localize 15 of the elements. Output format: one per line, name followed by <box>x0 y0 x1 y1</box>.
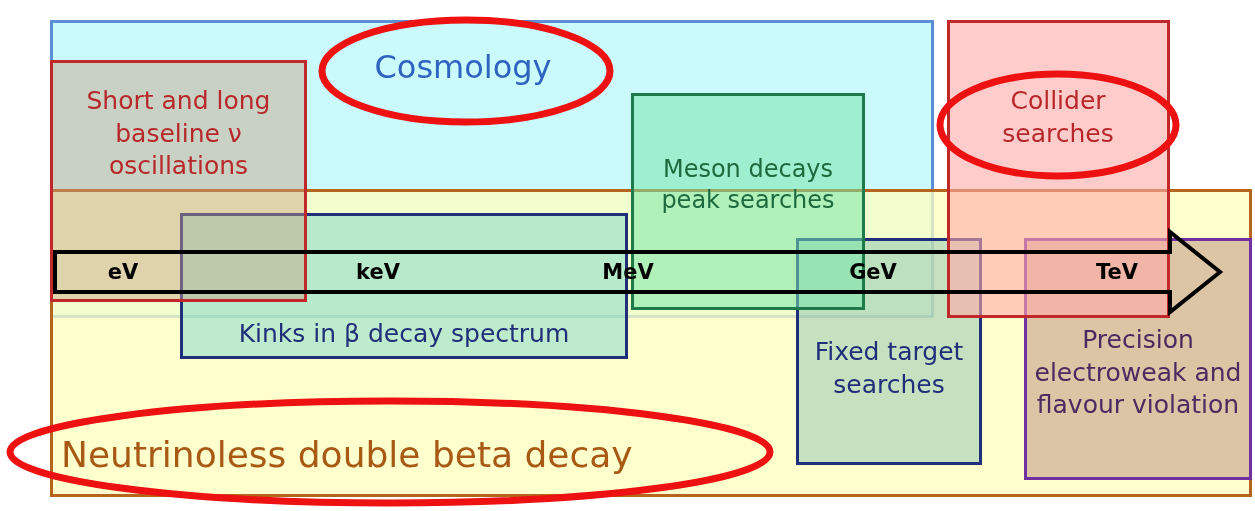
region-label: Cosmology <box>373 47 553 88</box>
scale-label: eV <box>107 260 139 284</box>
scale-label: TeV <box>1096 260 1138 284</box>
region-label: Precision electroweak and flavour violation <box>1033 324 1243 421</box>
region-label: Short and long baseline ν oscillations <box>85 85 272 182</box>
region-label: Neutrinoless double beta decay <box>61 433 634 477</box>
region-label: Collider searches <box>1001 85 1115 150</box>
double-beta-region <box>50 189 1252 497</box>
precision-region <box>1024 238 1252 480</box>
region-label: Fixed target searches <box>813 336 965 401</box>
scale-label: keV <box>356 260 400 284</box>
region-label: Kinks in β decay spectrum <box>237 318 571 350</box>
fixed-target-region <box>796 238 982 465</box>
collider-region <box>947 20 1170 318</box>
region-label: Meson decays peak searches <box>660 154 836 217</box>
